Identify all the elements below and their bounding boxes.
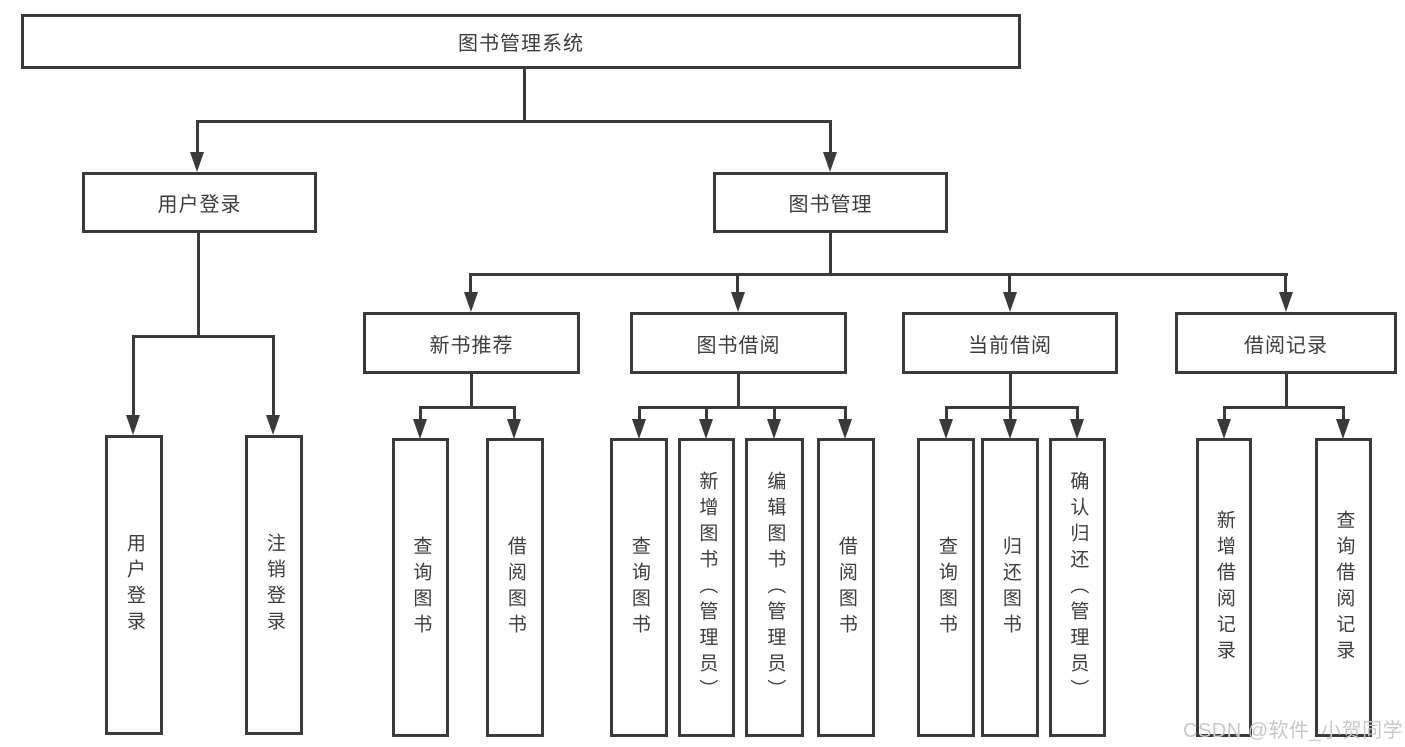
connector-group4-stem [1285, 374, 1288, 408]
arrow-down-icon [507, 419, 521, 439]
connector-drop-book-mgmt [829, 120, 832, 154]
connector-drop [705, 406, 708, 421]
leaf-query-books-borrowing: 查询图书 [610, 438, 668, 737]
connector-drop [844, 406, 847, 421]
connector-drop-new-book [469, 273, 472, 294]
connector-drop [513, 406, 516, 421]
arrow-down-icon [939, 419, 953, 439]
arrow-down-icon [1279, 292, 1293, 312]
connector-user-login-stem [197, 233, 200, 338]
leaf-return-books: 归还图书 [981, 438, 1039, 737]
arrow-down-icon [699, 419, 713, 439]
connector-drop [773, 406, 776, 421]
arrow-down-icon [126, 415, 140, 435]
connector-drop [1342, 406, 1345, 421]
connector-drop-book-borrow [736, 273, 739, 294]
connector-drop [1223, 406, 1226, 421]
connector-drop [945, 406, 948, 421]
connector-group2-bar [638, 406, 847, 409]
arrow-down-icon [823, 152, 837, 172]
csdn-watermark: CSDN @软件_小贺同学 [1183, 720, 1404, 742]
leaf-borrow-books: 借阅图书 [817, 438, 875, 737]
arrow-down-icon [731, 292, 745, 312]
connector-group4-bar [1223, 406, 1344, 409]
leaf-query-borrow-record: 查询借阅记录 [1315, 438, 1372, 737]
arrow-down-icon [266, 415, 280, 435]
arrow-down-icon [838, 419, 852, 439]
leaf-confirm-return-admin: 确认归还（管理员） [1049, 438, 1106, 737]
connector-drop-leaf-logout [272, 335, 275, 416]
node-user-login: 用户登录 [82, 172, 317, 233]
arrow-down-icon [1003, 292, 1017, 312]
arrow-down-icon [464, 292, 478, 312]
arrow-down-icon [1070, 419, 1084, 439]
node-book-borrowing: 图书借阅 [630, 312, 847, 374]
leaf-add-borrow-record: 新增借阅记录 [1196, 438, 1252, 737]
arrow-down-icon [1003, 419, 1017, 439]
arrow-down-icon [413, 419, 427, 439]
connector-drop-leaf-login [132, 335, 135, 416]
connector-level3-bar [470, 273, 1288, 276]
leaf-user-login: 用户登录 [105, 435, 163, 735]
leaf-add-books-admin: 新增图书（管理员） [678, 438, 735, 737]
arrow-down-icon [767, 419, 781, 439]
connector-drop [1009, 406, 1012, 421]
connector-drop-user-login [196, 120, 199, 154]
connector-book-mgmt-stem [829, 233, 832, 275]
node-current-borrowing: 当前借阅 [902, 312, 1118, 374]
connector-drop [638, 406, 641, 421]
connector-group1-stem [470, 374, 473, 408]
node-book-management: 图书管理 [713, 172, 948, 233]
connector-group2-stem [737, 374, 740, 408]
connector-drop [419, 406, 422, 421]
node-new-book-recommend: 新书推荐 [363, 312, 580, 374]
connector-user-login-bar [132, 335, 275, 338]
connector-level1-bar [196, 120, 832, 123]
connector-root-stem [523, 69, 526, 122]
connector-drop-borrow-record [1284, 273, 1287, 294]
arrow-down-icon [190, 152, 204, 172]
leaf-edit-books-admin: 编辑图书（管理员） [745, 438, 804, 737]
arrow-down-icon [632, 419, 646, 439]
arrow-down-icon [1217, 419, 1231, 439]
connector-drop [1076, 406, 1079, 421]
connector-drop-current-borrow [1008, 273, 1011, 294]
node-root-library-system: 图书管理系统 [21, 14, 1021, 69]
connector-group1-bar [419, 406, 516, 409]
node-borrow-records: 借阅记录 [1175, 312, 1397, 374]
connector-group3-stem [1009, 374, 1012, 408]
leaf-borrow-books-recommend: 借阅图书 [486, 438, 544, 737]
arrow-down-icon [1336, 419, 1350, 439]
leaf-query-books-recommend: 查询图书 [392, 438, 449, 737]
leaf-query-books-current: 查询图书 [917, 438, 975, 737]
leaf-logout: 注销登录 [245, 435, 303, 735]
